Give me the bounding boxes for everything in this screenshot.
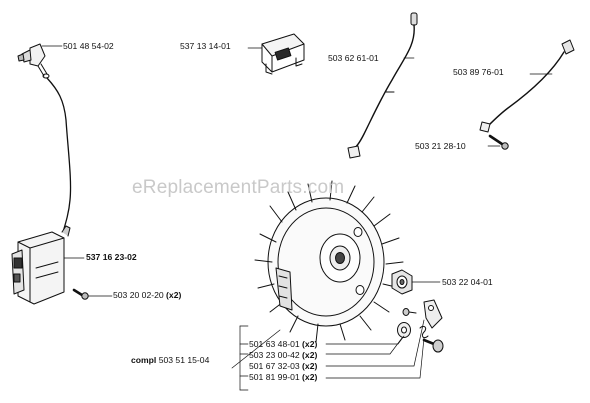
ignition-module-drawing	[11, 225, 71, 305]
flywheel-compl-number: 503 51 15-04	[158, 355, 210, 365]
leader-pawl-pin	[325, 335, 405, 345]
wire-screw-drawing	[488, 134, 509, 150]
pawl-pin-qty: (x2)	[302, 339, 318, 349]
spring-drawing	[419, 325, 429, 339]
module-screw-number: 503 20 02-20	[113, 290, 164, 300]
pawl-qty: (x2)	[302, 361, 318, 371]
label-spark-plug-cap: 501 48 54-02	[63, 41, 114, 51]
label-flywheel-nut: 503 22 04-01	[442, 277, 493, 287]
label-wire-screw: 503 21 28-10	[415, 141, 466, 151]
pawl-drawing	[423, 299, 443, 329]
pawl-number: 501 67 32-03	[249, 361, 300, 371]
label-flywheel-compl: compl 503 51 15-04	[131, 355, 209, 366]
label-pawl: 501 67 32-03 (x2)	[249, 361, 317, 372]
module-screw-drawing	[72, 288, 89, 300]
label-lead-wire-b: 503 89 76-01	[453, 67, 504, 77]
flywheel-drawing	[254, 180, 404, 343]
label-washer: 503 23 00-42 (x2)	[249, 350, 317, 361]
label-pawl-pin: 501 63 48-01 (x2)	[249, 339, 317, 350]
spark-plug-cap-drawing	[17, 43, 72, 233]
washer-number: 503 23 00-42	[249, 350, 300, 360]
label-connector-block: 537 13 14-01	[180, 41, 231, 51]
washer-qty: (x2)	[302, 350, 318, 360]
connector-block-drawing	[261, 33, 305, 75]
pawl-pin-drawing	[402, 308, 417, 316]
lead-wire-a-drawing	[347, 12, 418, 159]
leader-washer	[325, 337, 403, 355]
flywheel-nut-drawing	[391, 269, 413, 295]
label-lead-wire-a: 503 62 61-01	[328, 53, 379, 63]
washer-drawing	[397, 322, 411, 338]
label-module-screw: 503 20 02-20 (x2)	[113, 290, 181, 301]
label-spring: 501 81 99-01 (x2)	[249, 372, 317, 383]
leader-spring	[325, 337, 425, 379]
leader-pawl	[325, 319, 425, 367]
watermark-text: eReplacementParts.com	[132, 177, 345, 198]
compl-prefix: compl	[131, 355, 157, 365]
pawl-pin-number: 501 63 48-01	[249, 339, 300, 349]
pawl-screw-drawing	[422, 338, 444, 353]
label-ignition-module: 537 16 23-02	[86, 252, 137, 262]
lead-wire-b-drawing	[479, 39, 575, 133]
module-screw-qty: (x2)	[166, 290, 182, 300]
spring-number: 501 81 99-01	[249, 372, 300, 382]
spring-qty: (x2)	[302, 372, 318, 382]
